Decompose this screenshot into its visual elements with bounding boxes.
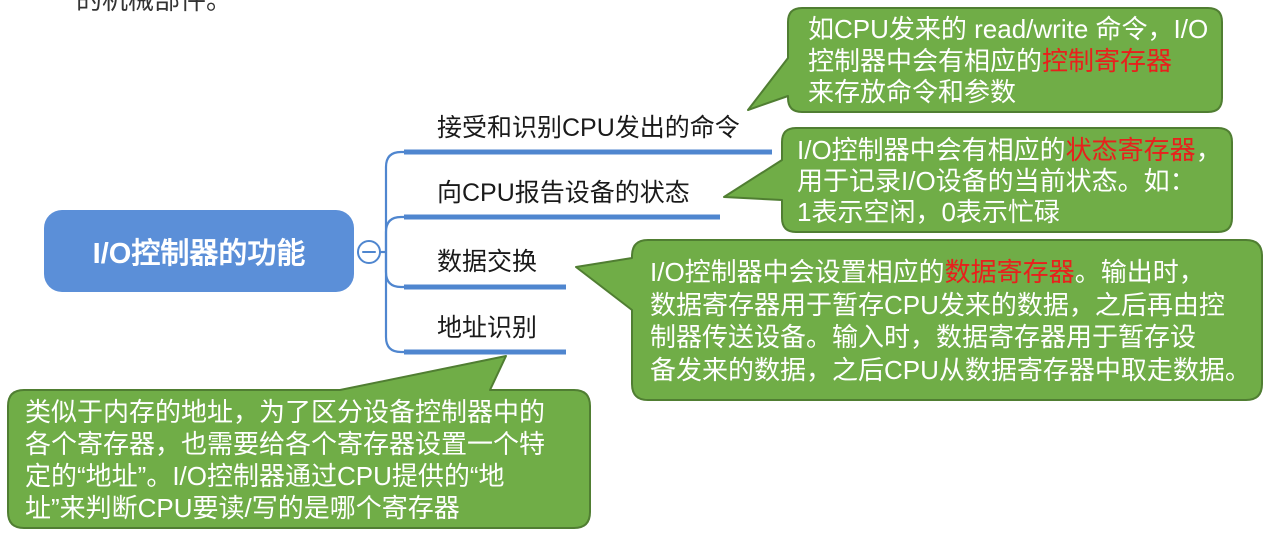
callout-line: 类似于内存的地址，为了区分设备控制器中的	[25, 396, 545, 428]
callout-line: I/O控制器中会设置相应的数据寄存器。输出时，	[650, 256, 1251, 289]
callout-text-segment: I/O控制器中会有相应的	[797, 135, 1066, 165]
branch-connector-4	[384, 252, 406, 354]
callout-text-segment: 定的“地址”。I/O控制器通过CPU提供的“地	[25, 461, 505, 491]
callout-text-status: I/O控制器中会有相应的状态寄存器， 用于记录I/O设备的当前状态。如： 1表示…	[797, 135, 1222, 228]
branch-topic-address: 地址识别	[437, 314, 538, 342]
highlighted-term-status-register: 状态寄存器	[1065, 135, 1196, 165]
branch-connector-1	[384, 150, 406, 252]
callout-bubble-command	[747, 7, 1223, 113]
callout-line: 用于记录I/O设备的当前状态。如：	[797, 166, 1222, 197]
callout-text-segment: 类似于内存的地址，为了区分设备控制器中的	[25, 397, 546, 427]
callout-text-segment: 址”来判断CPU要读/写的是哪个寄存器	[25, 493, 460, 523]
central-topic-label: I/O控制器的功能	[92, 238, 306, 270]
callout-text-segment: 如CPU发来的 read/write 命令，I/O	[808, 14, 1209, 44]
callout-line: 数据寄存器用于暂存CPU发来的数据，之后再由控	[650, 289, 1251, 322]
callout-bubble-status	[723, 127, 1233, 233]
callout-text-segment: 来存放命令和参数	[808, 77, 1017, 107]
branch-topic-data-exchange: 数据交换	[437, 248, 538, 276]
callout-text-segment: 备发来的数据，之后CPU从数据寄存器中取走数据。	[650, 354, 1251, 385]
callout-text-segment: 用于记录I/O设备的当前状态。如：	[797, 166, 1196, 196]
callout-line: 制器传送设备。输入时，数据寄存器用于暂存设	[650, 321, 1251, 354]
callout-bubble-data-exchange	[575, 239, 1263, 401]
callout-text-segment: ，	[1195, 135, 1222, 165]
callout-line: 来存放命令和参数	[808, 77, 1208, 109]
callout-text-data-exchange: I/O控制器中会设置相应的数据寄存器。输出时， 数据寄存器用于暂存CPU发来的数…	[650, 256, 1251, 386]
branch-topic-status: 向CPU报告设备的状态	[437, 179, 690, 207]
callout-text-command: 如CPU发来的 read/write 命令，I/O 控制器中会有相应的控制寄存器…	[808, 14, 1208, 109]
branch-connector-2	[384, 215, 406, 252]
callout-line: 如CPU发来的 read/write 命令，I/O	[808, 14, 1208, 46]
callout-text-segment: I/O控制器中会设置相应的	[650, 257, 945, 287]
highlighted-term-control-register: 控制寄存器	[1042, 45, 1173, 76]
callout-line: 定的“地址”。I/O控制器通过CPU提供的“地	[25, 460, 545, 492]
collapse-toggle-icon[interactable]	[357, 240, 381, 264]
central-topic: I/O控制器的功能	[44, 210, 354, 292]
callout-line: I/O控制器中会有相应的状态寄存器，	[797, 135, 1222, 166]
callout-text-address: 类似于内存的地址，为了区分设备控制器中的 各个寄存器，也需要给各个寄存器设置一个…	[25, 396, 545, 524]
branch-topic-command: 接受和识别CPU发出的命令	[437, 114, 740, 142]
callout-text-segment: 数据寄存器用于暂存CPU发来的数据，之后再由控	[650, 289, 1225, 320]
callout-bubble-address	[7, 355, 591, 529]
callout-line: 址”来判断CPU要读/写的是哪个寄存器	[25, 492, 545, 524]
callout-text-segment: 控制器中会有相应的	[808, 45, 1043, 76]
callout-text-segment: 1表示空闲，0表示忙碌	[797, 197, 1060, 227]
callout-text-segment: 。输出时，	[1074, 257, 1205, 287]
callout-line: 各个寄存器，也需要给各个寄存器设置一个特	[25, 428, 545, 460]
page-text-fragment: 的机械部件。	[76, 0, 233, 15]
callout-text-segment: 各个寄存器，也需要给各个寄存器设置一个特	[25, 429, 546, 459]
branch-connector-3	[384, 252, 406, 289]
highlighted-term-data-register: 数据寄存器	[944, 257, 1075, 287]
callout-line: 控制器中会有相应的控制寄存器	[808, 46, 1208, 78]
callout-text-segment: 制器传送设备。输入时，数据寄存器用于暂存设	[650, 322, 1197, 352]
callout-line: 1表示空闲，0表示忙碌	[797, 197, 1222, 228]
callout-line: 备发来的数据，之后CPU从数据寄存器中取走数据。	[650, 354, 1251, 387]
